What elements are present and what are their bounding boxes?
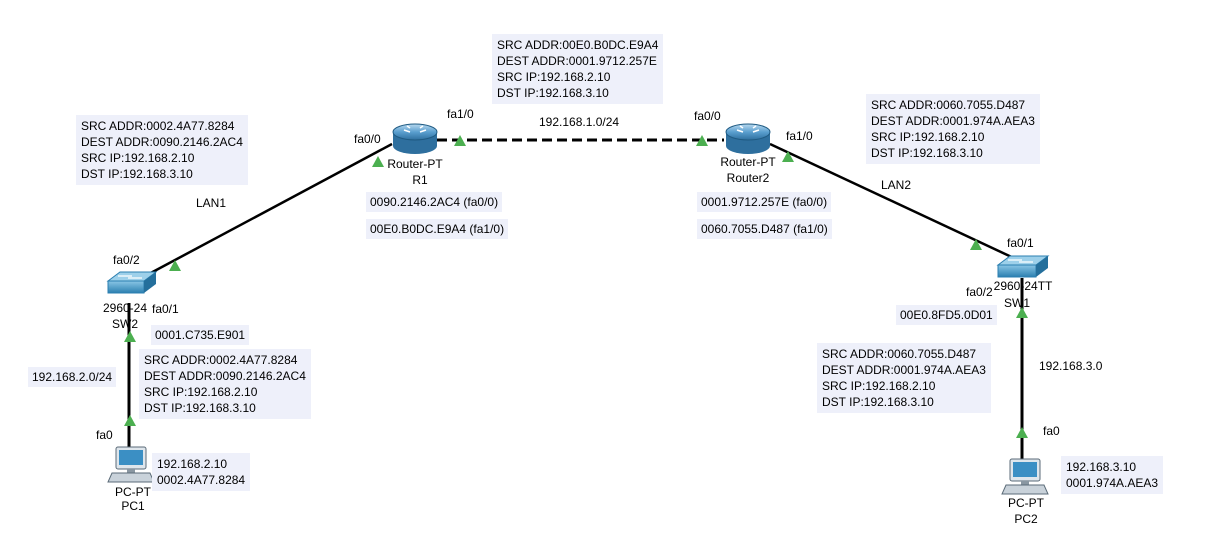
info-line: SRC ADDR:0060.7055.D487 [822, 347, 977, 361]
r2-mac-fa00: 0001.9712.257E (fa0/0) [697, 192, 832, 212]
router-r1-icon[interactable] [392, 123, 438, 154]
link-light-r2-fa10 [782, 151, 794, 162]
lan1-label: LAN1 [196, 196, 227, 210]
info-line: SRC IP:192.168.2.10 [822, 379, 936, 393]
info-line: DST IP:192.168.3.10 [144, 401, 256, 415]
info-line: SRC IP:192.168.2.10 [81, 151, 195, 165]
link-light-sw1-fa01 [970, 239, 982, 250]
sw1-port-fa02: fa0/2 [966, 285, 993, 299]
r1-port-fa00: fa0/0 [354, 132, 381, 146]
info-line: DST IP:192.168.3.10 [871, 146, 983, 160]
r2-mac-fa10: 0060.7055.D487 (fa1/0) [697, 219, 832, 239]
link-light-r1-fa00 [372, 156, 384, 167]
switch-sw1-icon[interactable] [996, 255, 1050, 278]
net2-label: 192.168.2.0/24 [28, 367, 117, 387]
info-line: DST IP:192.168.3.10 [81, 167, 193, 181]
info-line: DEST ADDR:0001.974A.AEA3 [822, 363, 986, 377]
info-line: SRC ADDR:00E0.B0DC.E9A4 [497, 38, 659, 52]
info-line: DEST ADDR:0001.9712.257E [497, 54, 657, 68]
r1-name-label: R1 [412, 173, 428, 187]
info-line: DST IP:192.168.3.10 [822, 395, 934, 409]
lan2-label: LAN2 [881, 178, 912, 192]
pc1-type-label: PC-PT [115, 485, 151, 499]
r2-type-label: Router-PT [720, 155, 776, 169]
sw2-name-label: SW2 [111, 317, 139, 331]
pc2-address-box: 192.168.3.10 0001.974A.AEA3 [1061, 456, 1164, 494]
sw2-port-fa02: fa0/2 [113, 253, 140, 267]
link-light-pc1-fa0 [124, 415, 136, 426]
pc1-name-label: PC1 [121, 499, 145, 513]
packet-info-left-lower: SRC ADDR:0002.4A77.8284 DEST ADDR:0090.2… [139, 349, 311, 419]
r1-mac-fa00: 0090.2146.2AC4 (fa0/0) [366, 192, 503, 212]
pc1-mac: 0002.4A77.8284 [157, 473, 246, 487]
r2-port-fa10: fa1/0 [786, 129, 813, 143]
info-line: SRC ADDR:0060.7055.D487 [871, 98, 1026, 112]
sw1-mac: 00E0.8FD5.0D01 [896, 305, 997, 325]
packet-info-right-lower: SRC ADDR:0060.7055.D487 DEST ADDR:0001.9… [817, 343, 991, 413]
info-line: DEST ADDR:0090.2146.2AC4 [144, 369, 306, 383]
packet-info-top-center: SRC ADDR:00E0.B0DC.E9A4 DEST ADDR:0001.9… [492, 34, 664, 104]
info-line: DEST ADDR:0090.2146.2AC4 [81, 135, 243, 149]
link-light-sw2-fa02 [169, 260, 181, 271]
packet-info-left-upper: SRC ADDR:0002.4A77.8284 DEST ADDR:0090.2… [76, 115, 248, 185]
r1-mac-fa10: 00E0.B0DC.E9A4 (fa1/0) [366, 219, 509, 239]
info-line: SRC IP:192.168.2.10 [144, 385, 258, 399]
link-light-pc2-fa0 [1016, 427, 1028, 438]
link-light-r1-fa10 [454, 135, 466, 146]
sw1-name-label: SW1 [1003, 296, 1031, 310]
info-line: SRC ADDR:0002.4A77.8284 [81, 119, 235, 133]
pc1-ip: 192.168.2.10 [157, 457, 228, 471]
switch-sw2-icon[interactable] [106, 271, 158, 294]
packet-info-right-upper: SRC ADDR:0060.7055.D487 DEST ADDR:0001.9… [866, 94, 1040, 164]
link-light-sw1-fa02 [1016, 307, 1028, 318]
link-light-sw2-fa01 [124, 331, 136, 342]
pc2-icon[interactable] [1001, 458, 1049, 495]
info-line: SRC ADDR:0002.4A77.8284 [144, 353, 298, 367]
info-line: DEST ADDR:0001.974A.AEA3 [871, 114, 1035, 128]
sw1-port-fa01: fa0/1 [1007, 236, 1034, 250]
pc2-name-label: PC2 [1014, 512, 1038, 526]
r2-port-fa00: fa0/0 [694, 109, 721, 123]
sw2-type-label: 2960-24 [102, 301, 148, 315]
pc2-port-fa0: fa0 [1043, 424, 1060, 438]
link-light-r2-fa00 [696, 135, 708, 146]
pc1-icon[interactable] [107, 446, 155, 483]
cable-sw2-r1[interactable] [131, 142, 393, 285]
pc2-mac: 0001.974A.AEA3 [1066, 476, 1159, 490]
r1-type-label: Router-PT [387, 157, 443, 171]
pc2-type-label: PC-PT [1008, 496, 1044, 510]
info-line: DST IP:192.168.3.10 [497, 86, 609, 100]
router-r2-icon[interactable] [725, 123, 771, 154]
pc1-address-box: 192.168.2.10 0002.4A77.8284 [152, 453, 251, 491]
sw2-mac: 0001.C735.E901 [151, 325, 250, 345]
sw2-port-fa01: fa0/1 [152, 302, 179, 316]
info-line: SRC IP:192.168.2.10 [497, 70, 611, 84]
pc2-ip: 192.168.3.10 [1066, 460, 1137, 474]
wan-network-label: 192.168.1.0/24 [539, 115, 620, 129]
net3-label: 192.168.3.0 [1039, 359, 1103, 373]
pc1-port-fa0: fa0 [96, 428, 113, 442]
r2-name-label: Router2 [726, 171, 770, 185]
info-line: SRC IP:192.168.2.10 [871, 130, 985, 144]
r1-port-fa10: fa1/0 [447, 107, 474, 121]
sw1-type-label: 2960-24TT [993, 279, 1053, 293]
